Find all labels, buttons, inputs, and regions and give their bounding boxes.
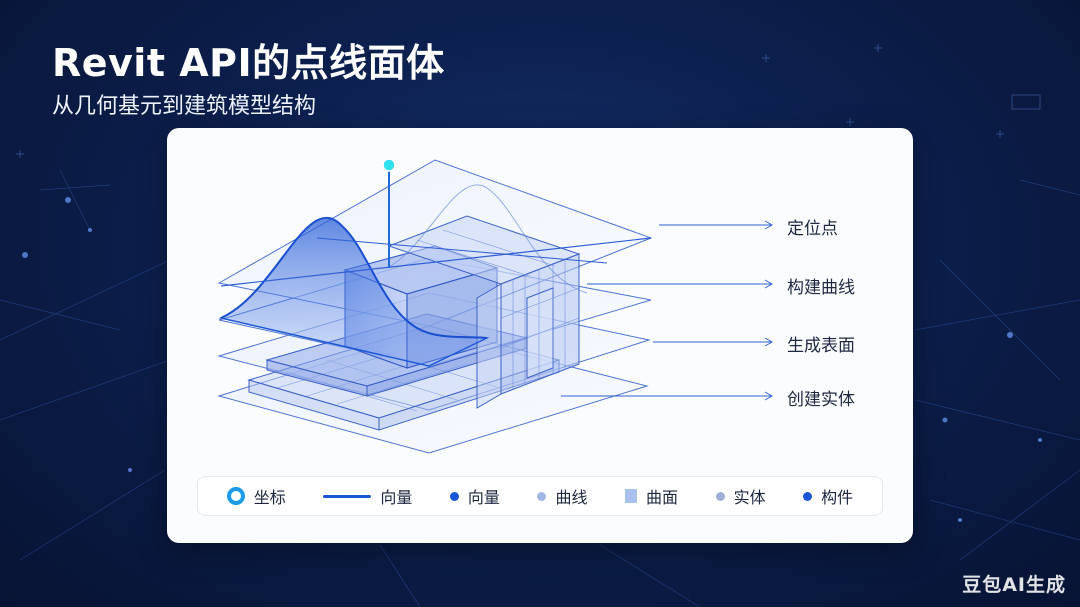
dot-icon (715, 491, 725, 501)
legend-label: 曲线 (555, 488, 588, 507)
dot-icon (449, 491, 459, 501)
legend: 坐标 向量 向量 曲线 曲面 实体 构件 (197, 476, 883, 516)
legend-label: 实体 (733, 488, 766, 507)
legend-label: 曲面 (646, 488, 679, 507)
glass-tower (387, 215, 581, 409)
legend-label: 向量 (380, 488, 413, 507)
legend-label: 构件 (821, 488, 854, 507)
legend-item-coordinate: 坐标 (226, 484, 286, 508)
ring-icon (226, 487, 245, 505)
legend-item-curve: 曲线 (537, 484, 587, 508)
line-icon (323, 494, 372, 498)
dot-icon (537, 491, 547, 501)
building-geometry-diagram (217, 158, 774, 454)
watermark: 豆包AI生成 (962, 574, 1066, 596)
legend-label: 向量 (467, 488, 500, 507)
legend-item-solid: 实体 (715, 484, 766, 508)
dot-icon (803, 491, 813, 501)
legend-item-vector-line: 向量 (323, 484, 412, 508)
curve-line (220, 216, 488, 339)
callout-solid: 创建实体 (787, 390, 855, 410)
callout-point: 定位点 (787, 219, 838, 239)
callout-surface: 生成表面 (787, 336, 855, 356)
legend-label: 坐标 (253, 488, 286, 507)
curve-line-faint (386, 184, 588, 294)
legend-item-vector-dot: 向量 (449, 484, 500, 508)
location-point-icon (382, 158, 396, 172)
legend-item-component: 构件 (803, 484, 853, 508)
legend-item-surface: 曲面 (625, 484, 678, 508)
diagram-card: 定位点 构建曲线 生成表面 创建实体 坐标 向量 向量 曲线 曲面 实体 (167, 128, 913, 543)
square-icon (625, 489, 638, 503)
page-subtitle: 从几何基元到建筑模型结构 (52, 94, 317, 119)
page-title: Revit API的点线面体 (52, 41, 445, 85)
callout-curve: 构建曲线 (787, 278, 855, 298)
